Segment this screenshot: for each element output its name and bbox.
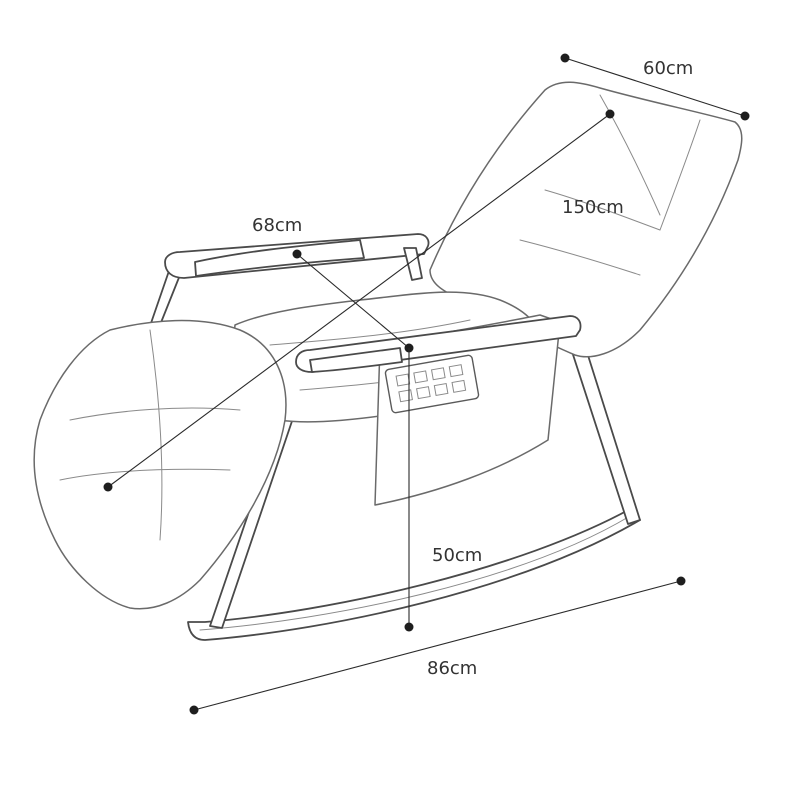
label-width-top: 60cm xyxy=(643,58,693,79)
footrest-cushion xyxy=(33,319,287,610)
dim-dot xyxy=(676,576,686,586)
dim-dot xyxy=(740,111,750,121)
dim-dot xyxy=(189,705,199,715)
dim-dot xyxy=(605,109,615,119)
label-base-length: 86cm xyxy=(427,658,477,679)
rear-rocker-strut xyxy=(564,329,641,525)
dim-dot xyxy=(404,622,414,632)
dim-dot xyxy=(292,249,302,259)
dimension-annotations: 60cm 150cm 68cm 50cm 86cm xyxy=(103,53,750,715)
dim-dot xyxy=(103,482,113,492)
dim-line-width-top xyxy=(564,57,746,117)
dim-dot xyxy=(560,53,570,63)
label-diagonal-length: 150cm xyxy=(562,197,624,218)
back-armrest-support xyxy=(403,247,423,281)
rocking-chair-sketch xyxy=(33,81,743,641)
label-arm-width: 68cm xyxy=(252,215,302,236)
dim-line-diagonal xyxy=(107,113,611,488)
dim-line-base-length xyxy=(193,580,682,711)
dim-line-arm-width xyxy=(296,253,410,349)
label-seat-height: 50cm xyxy=(432,545,482,566)
